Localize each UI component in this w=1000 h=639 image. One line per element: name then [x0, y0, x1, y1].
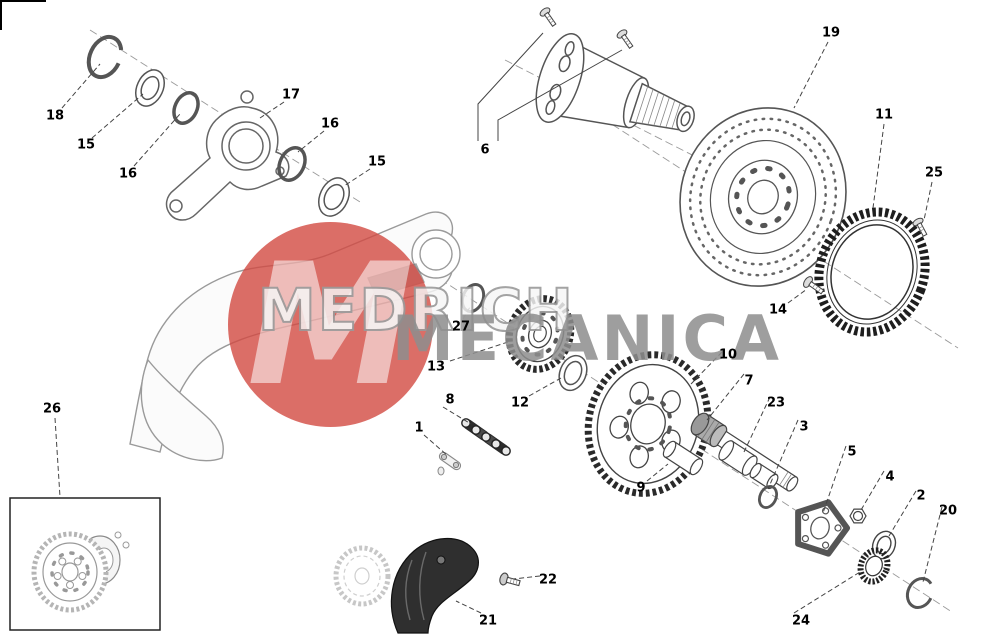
part-label-22-26: 22	[538, 572, 558, 588]
part-label-18-0: 18	[45, 108, 65, 124]
brake-disc-19	[679, 107, 847, 287]
bearing-24	[857, 547, 891, 585]
joining-link-1	[437, 451, 462, 476]
washer-15b	[318, 177, 350, 217]
circlip-18	[86, 34, 124, 80]
oring-16a	[172, 91, 200, 125]
part-label-10-14: 10	[718, 347, 738, 363]
leader-lines	[54, 41, 943, 614]
nut-4	[849, 508, 867, 524]
part-label-16-2: 16	[118, 166, 138, 182]
part-label-9-22: 9	[636, 480, 646, 496]
part-label-1-24: 1	[414, 420, 424, 436]
part-label-15-1: 15	[76, 137, 96, 153]
part-label-23-16: 23	[766, 395, 786, 411]
ring-3	[757, 485, 779, 509]
part-label-2-20: 2	[916, 488, 926, 504]
part-label-17-3: 17	[281, 87, 301, 103]
washer-12	[558, 354, 588, 392]
spacer-23a	[718, 440, 758, 476]
bracket-17	[165, 90, 290, 221]
part-label-25-9: 25	[924, 165, 944, 181]
part-label-19-7: 19	[821, 25, 841, 41]
washer-15a	[134, 69, 166, 107]
screw-22	[499, 572, 521, 587]
part-label-8-23: 8	[445, 392, 455, 408]
part-label-3-17: 3	[799, 419, 809, 435]
part-label-14-10: 14	[768, 302, 788, 318]
part-label-16-4: 16	[320, 116, 340, 132]
part-label-11-8: 11	[874, 107, 894, 123]
spacer-9	[662, 440, 704, 476]
chain-guard-21	[390, 537, 479, 634]
hub-bolt-b	[616, 29, 634, 49]
part-label-6-6: 6	[480, 142, 490, 158]
part-label-27-11: 27	[451, 319, 471, 335]
page-corner-mark	[0, 0, 46, 30]
oring-16b	[277, 146, 307, 182]
part-label-21-27: 21	[478, 613, 498, 629]
hub-bolt-a	[539, 7, 557, 27]
bolt-14	[803, 276, 825, 295]
sensor-ring-11	[814, 207, 930, 337]
circlip-20	[905, 576, 935, 610]
part-label-20-21: 20	[938, 503, 958, 519]
part-label-13-12: 13	[426, 359, 446, 375]
part-label-24-28: 24	[791, 613, 811, 629]
wheel-hub-6	[535, 33, 695, 133]
part-label-4-19: 4	[885, 469, 895, 485]
chain-8	[461, 418, 511, 456]
inset-box-26	[9, 497, 161, 631]
part-label-5-18: 5	[847, 444, 857, 460]
part-label-15-5: 15	[367, 154, 387, 170]
ghost-sprocket	[333, 545, 391, 607]
part-label-26-25: 26	[42, 401, 62, 417]
part-label-7-15: 7	[744, 373, 754, 389]
part-label-12-13: 12	[510, 395, 530, 411]
bolt-25	[912, 217, 928, 237]
label-6-bracket	[477, 32, 623, 141]
cush-hub-13	[505, 295, 575, 373]
adjuster-plate-5	[795, 499, 851, 557]
